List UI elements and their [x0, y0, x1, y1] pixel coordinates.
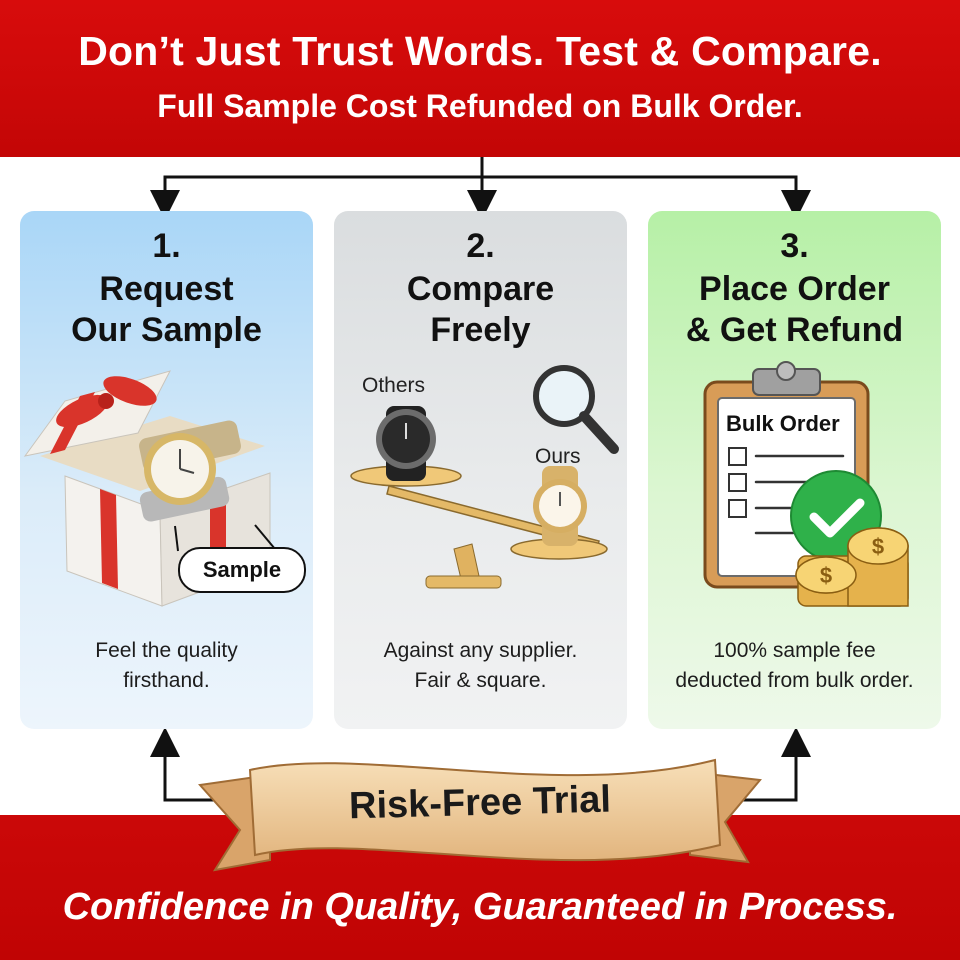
step-description: Feel the quality firsthand. — [95, 639, 238, 692]
watch-icon — [533, 466, 587, 546]
step-description: 100% sample fee deducted from bulk order… — [675, 639, 914, 692]
clipboard-title: Bulk Order — [726, 411, 840, 436]
svg-text:$: $ — [872, 534, 884, 559]
sample-label: Sample — [178, 547, 306, 593]
balance-scale-icon — [350, 365, 619, 589]
page-title: Don’t Just Trust Words. Test & Compare. — [78, 28, 882, 74]
step-number: 2. — [466, 227, 495, 265]
step-card-request-sample: 1. Request Our Sample Sample — [20, 211, 313, 729]
step-card-place-order: 3. Place Order & Get Refund — [648, 211, 941, 729]
svg-text:$: $ — [820, 563, 832, 588]
step-title: Place Order & Get Refund — [685, 270, 904, 349]
step-number: 1. — [152, 227, 181, 265]
magnifier-icon — [533, 365, 619, 454]
coins-icon — [795, 527, 909, 607]
step-title: Request Our Sample — [71, 270, 262, 349]
header-banner: Don’t Just Trust Words. Test & Compare. … — [0, 0, 960, 157]
step-description: Against any supplier. Fair & square. — [383, 639, 578, 692]
step-card-compare: 2. Compare Freely — [334, 211, 627, 729]
connector-bottom-left-arrow — [150, 727, 225, 802]
step-title: Compare Freely — [406, 270, 555, 349]
others-label: Others — [362, 374, 426, 397]
watch-icon — [376, 406, 436, 481]
ours-label: Ours — [535, 445, 581, 468]
connector-bottom-right-arrow — [735, 727, 811, 802]
step-number: 3. — [780, 227, 809, 265]
page-subtitle: Full Sample Cost Refunded on Bulk Order. — [157, 88, 803, 124]
clipboard-icon: $ $ — [703, 361, 909, 607]
watch-icon — [139, 420, 241, 522]
footer-tagline: Confidence in Quality, Guaranteed in Pro… — [62, 886, 898, 928]
